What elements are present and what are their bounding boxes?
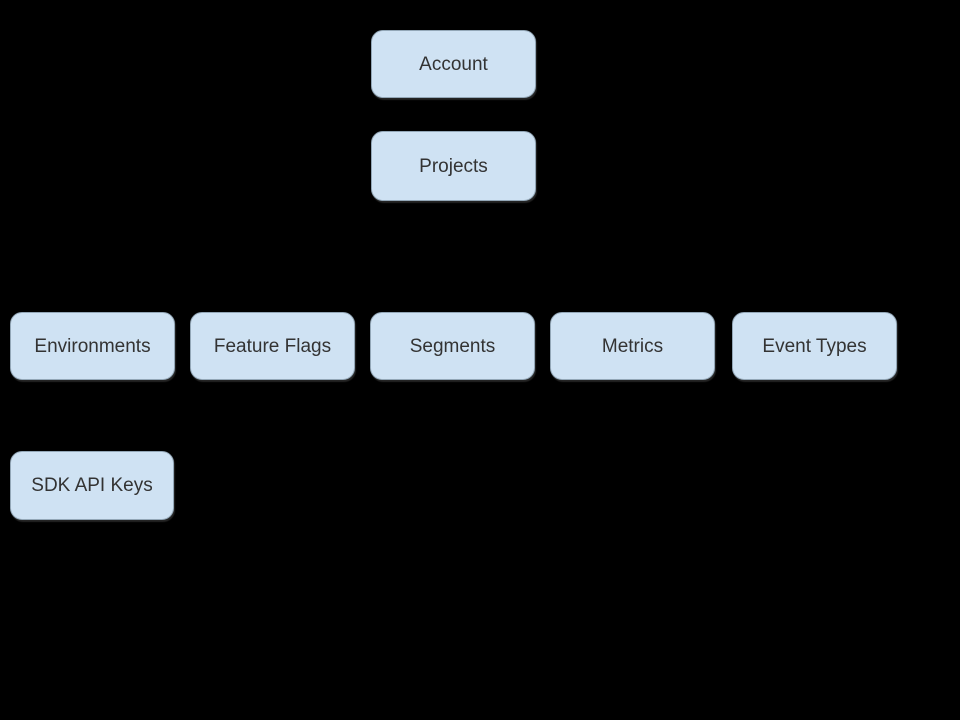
node-account-label: Account: [419, 53, 488, 75]
node-event-types-label: Event Types: [762, 335, 867, 357]
node-projects: Projects: [371, 131, 536, 201]
node-environments-label: Environments: [34, 335, 151, 357]
node-metrics: Metrics: [550, 312, 715, 380]
node-environments: Environments: [10, 312, 175, 380]
node-projects-label: Projects: [419, 155, 488, 177]
node-segments-label: Segments: [409, 335, 496, 357]
node-sdk-api-keys-label: SDK API Keys: [31, 475, 153, 496]
node-sdk-api-keys: SDK API Keys: [10, 451, 174, 520]
node-segments: Segments: [370, 312, 535, 380]
node-feature-flags: Feature Flags: [190, 312, 355, 380]
node-feature-flags-label: Feature Flags: [213, 335, 332, 357]
node-metrics-label: Metrics: [601, 335, 664, 357]
node-event-types: Event Types: [732, 312, 897, 380]
node-account: Account: [371, 30, 536, 98]
